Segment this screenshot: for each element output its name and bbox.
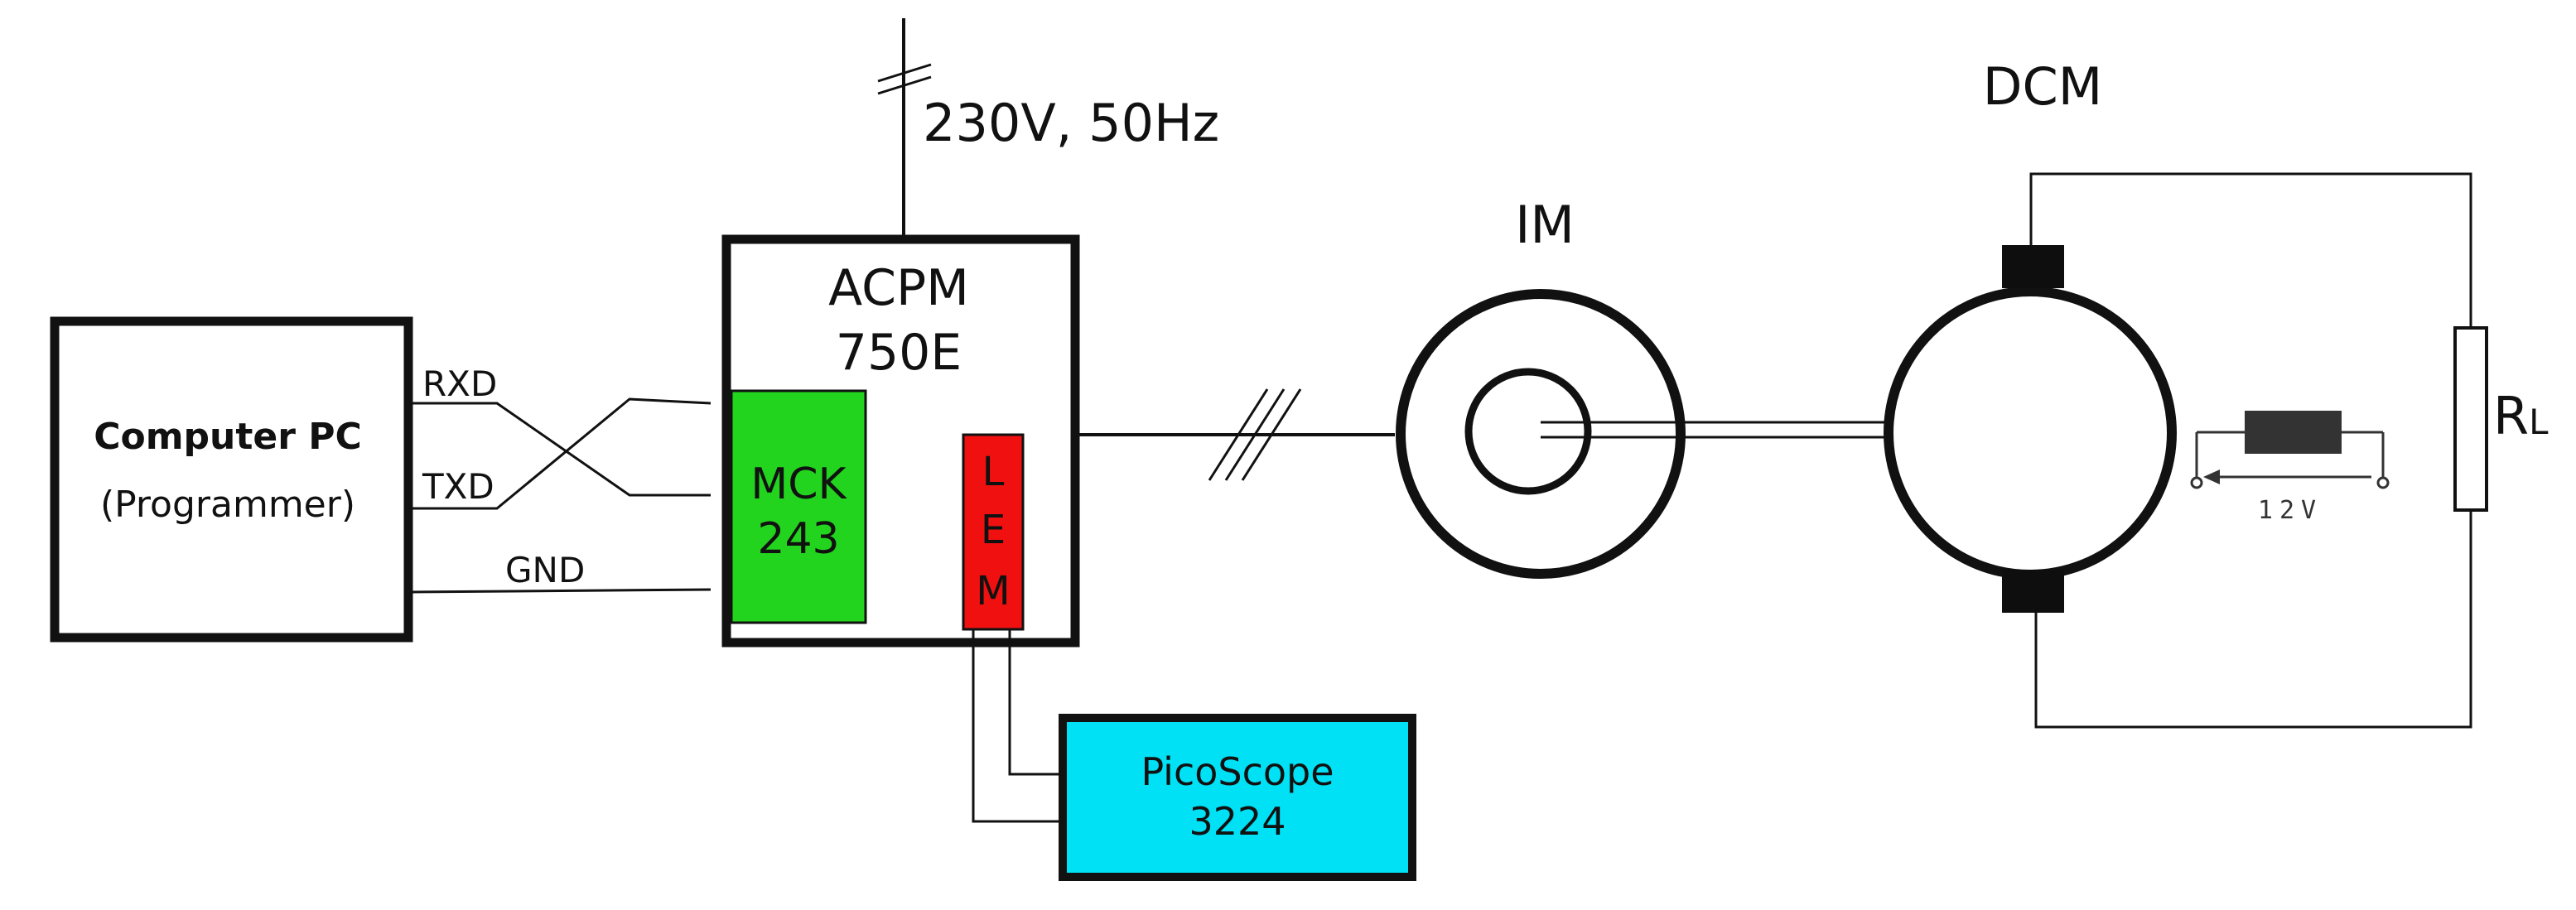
phase-tick-2 <box>877 75 932 95</box>
mck-model: 243 <box>757 514 839 564</box>
supply-label: 230V, 50Hz <box>923 93 1219 153</box>
battery-terminal-left <box>2190 476 2203 489</box>
dcm-brush-bottom <box>2002 570 2064 613</box>
picoscope-block: PicoScope 3224 <box>1059 714 1416 881</box>
rxd-wire <box>412 402 711 497</box>
lem-letter-l: L <box>982 449 1005 495</box>
dcm-brush-top <box>2002 245 2064 288</box>
lem-letter-m: M <box>976 568 1010 614</box>
im-rotor <box>1464 368 1592 495</box>
acpm-model: 750E <box>836 324 962 382</box>
motor-cable <box>1079 388 1395 481</box>
battery-arrow-head <box>2203 469 2220 484</box>
computer-pc-box <box>50 316 413 643</box>
serial-link: RXD TXD GND <box>411 364 712 594</box>
txd-label: TXD <box>422 466 494 507</box>
gnd-wire <box>411 588 712 594</box>
battery-supply: 12V <box>2190 411 2390 525</box>
gnd-label: GND <box>505 550 585 590</box>
rxd-label: RXD <box>422 364 497 404</box>
probe-wiring <box>972 629 1063 823</box>
im-label: IM <box>1515 195 1575 255</box>
load-label: RL <box>2493 386 2549 446</box>
load-wire-bottom <box>2034 510 2472 729</box>
computer-subtitle: (Programmer) <box>100 484 355 526</box>
battery-cell <box>2245 411 2342 454</box>
load-wire-top <box>2029 172 2472 328</box>
mck-name: MCK <box>750 460 847 509</box>
dc-motor: DCM <box>1884 56 2177 613</box>
phase-tick-1 <box>877 63 932 83</box>
computer-pc-block: Computer PC (Programmer) <box>50 316 413 643</box>
cable-tick-3 <box>1241 388 1302 481</box>
cable-tick-1 <box>1208 388 1269 481</box>
picoscope-box <box>1059 714 1416 881</box>
acpm-block: ACPM 750E MCK 243 L E M <box>721 234 1080 648</box>
induction-motor: IM <box>1396 195 1686 579</box>
acpm-title: ACPM <box>828 259 969 317</box>
load-circuit: RL <box>2029 172 2549 729</box>
battery-label: 12V <box>2258 496 2323 525</box>
lem-letter-e: E <box>981 507 1006 553</box>
battery-terminal-right <box>2376 476 2390 489</box>
txd-wire <box>412 397 712 510</box>
mains-supply: 230V, 50Hz <box>877 18 1219 236</box>
probe-wire-a <box>972 629 1063 823</box>
load-resistor <box>2453 326 2488 512</box>
mck-module <box>730 389 867 624</box>
lem-sensor <box>962 433 1025 631</box>
dcm-label: DCM <box>1983 56 2103 117</box>
picoscope-model: 3224 <box>1189 799 1286 844</box>
picoscope-name: PicoScope <box>1141 749 1334 794</box>
cable-tick-2 <box>1224 388 1286 481</box>
probe-wire-b <box>1008 629 1063 776</box>
computer-title: Computer PC <box>94 416 362 458</box>
dcm-body <box>1884 286 2177 580</box>
